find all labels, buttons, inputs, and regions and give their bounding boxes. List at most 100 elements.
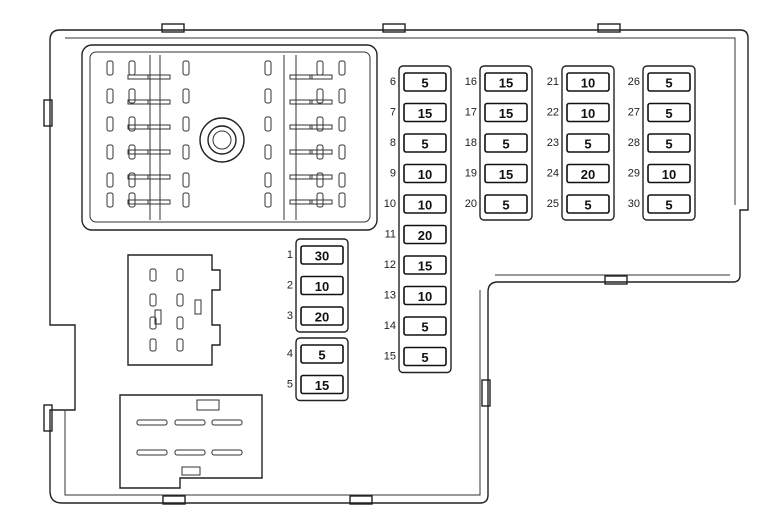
fuse-amperage: 5	[665, 106, 672, 121]
fuse-body[interactable]	[647, 72, 691, 92]
fuse-body[interactable]	[403, 72, 447, 92]
fuse-20[interactable]: 520	[465, 194, 528, 214]
fuse-body[interactable]	[403, 285, 447, 306]
fuse-body[interactable]	[484, 72, 528, 92]
fuse-body[interactable]	[300, 306, 344, 326]
fuse-3[interactable]: 203	[287, 306, 344, 326]
fuse-column-housing	[479, 65, 533, 221]
fuse-amperage: 30	[315, 249, 329, 264]
fuse-body[interactable]	[647, 133, 691, 153]
fuse-amperage: 5	[665, 198, 672, 213]
fuse-body[interactable]	[484, 102, 528, 123]
fuse-number: 30	[628, 198, 640, 210]
fuse-body[interactable]	[566, 72, 610, 92]
fuse-number: 6	[390, 76, 396, 88]
fuse-body[interactable]	[300, 374, 344, 395]
fuse-body[interactable]	[403, 194, 447, 214]
fuse-body[interactable]	[647, 194, 691, 214]
fuse-amperage: 20	[418, 228, 432, 243]
fuse-number: 9	[390, 168, 396, 180]
mounting-clips	[43, 23, 628, 505]
fuse-1[interactable]: 30 1	[287, 245, 344, 265]
fuse-body[interactable]	[403, 224, 447, 245]
fuse-amperage: 10	[581, 76, 595, 91]
fuse-amperage: 10	[662, 167, 676, 182]
fuse-7[interactable]: 157	[390, 102, 447, 123]
fuse-amperage: 5	[502, 137, 509, 152]
fuse-column-housing	[642, 65, 696, 221]
fuse-body[interactable]	[484, 163, 528, 184]
fuse-body[interactable]	[566, 194, 610, 214]
fuse-body[interactable]	[566, 133, 610, 153]
relay-socket	[127, 254, 221, 366]
fuse-amperage: 10	[581, 106, 595, 121]
fuse-number: 5	[287, 379, 293, 391]
fuse-number: 4	[287, 348, 293, 360]
fuse-number: 10	[384, 198, 396, 210]
fuse-body[interactable]	[484, 133, 528, 153]
fuse-amperage: 10	[315, 279, 329, 294]
fuse-body[interactable]	[403, 102, 447, 123]
fuse-number: 1	[287, 249, 293, 261]
fuse-amperage: 5	[665, 137, 672, 152]
fuse-amperage: 10	[418, 289, 432, 304]
fuse-number: 17	[465, 107, 477, 119]
fuse-body[interactable]	[300, 344, 344, 364]
fuse-amperage: 5	[421, 137, 428, 152]
fuse-number: 27	[628, 107, 640, 119]
fuse-body[interactable]	[647, 102, 691, 123]
fuse-23[interactable]: 523	[547, 133, 610, 153]
fuse-body[interactable]	[484, 194, 528, 214]
fuse-number: 16	[465, 76, 477, 88]
fuse-number: 7	[390, 107, 396, 119]
fuse-number: 26	[628, 76, 640, 88]
fuse-27[interactable]: 5 27	[628, 102, 691, 123]
fuse-14[interactable]: 514	[384, 316, 447, 336]
fuse-amperage: 15	[418, 259, 432, 274]
fuse-9[interactable]: 109	[390, 163, 447, 184]
fuse-30[interactable]: 5 30	[628, 194, 691, 214]
fuse-body[interactable]	[647, 163, 691, 184]
fuse-body[interactable]	[403, 255, 447, 275]
fuse-number: 8	[390, 137, 396, 149]
fuse-body[interactable]	[403, 346, 447, 367]
fuse-25[interactable]: 525	[547, 194, 610, 214]
fuse-15[interactable]: 515	[384, 346, 447, 367]
fuse-8[interactable]: 58	[390, 133, 447, 153]
fuse-4[interactable]: 54	[287, 344, 344, 364]
relay-block	[81, 44, 378, 231]
fuse-body[interactable]	[300, 245, 344, 265]
fuse-number: 24	[547, 168, 559, 180]
fuse-number: 13	[384, 290, 396, 302]
fuse-28[interactable]: 528	[628, 133, 691, 153]
fuse-amperage: 5	[421, 320, 428, 335]
fuse-18[interactable]: 518	[465, 133, 528, 153]
panel-inner-outline	[64, 37, 736, 496]
fuse-body[interactable]	[566, 163, 610, 184]
fuse-body[interactable]	[403, 163, 447, 184]
fuse-13[interactable]: 10 13	[384, 285, 447, 306]
fuse-body[interactable]	[403, 316, 447, 336]
fuse-amperage: 5	[502, 198, 509, 213]
fuse-body[interactable]	[566, 102, 610, 123]
fuse-number: 12	[384, 259, 396, 271]
fuse-body[interactable]	[403, 133, 447, 153]
fuse-6[interactable]: 56	[390, 72, 447, 92]
fuse-26[interactable]: 526	[628, 72, 691, 92]
fuse-number: 23	[547, 137, 559, 149]
fuse-5[interactable]: 155	[287, 374, 344, 395]
fuse-2[interactable]: 102	[287, 275, 344, 296]
fuse-body[interactable]	[300, 275, 344, 296]
connector-block	[119, 394, 263, 489]
